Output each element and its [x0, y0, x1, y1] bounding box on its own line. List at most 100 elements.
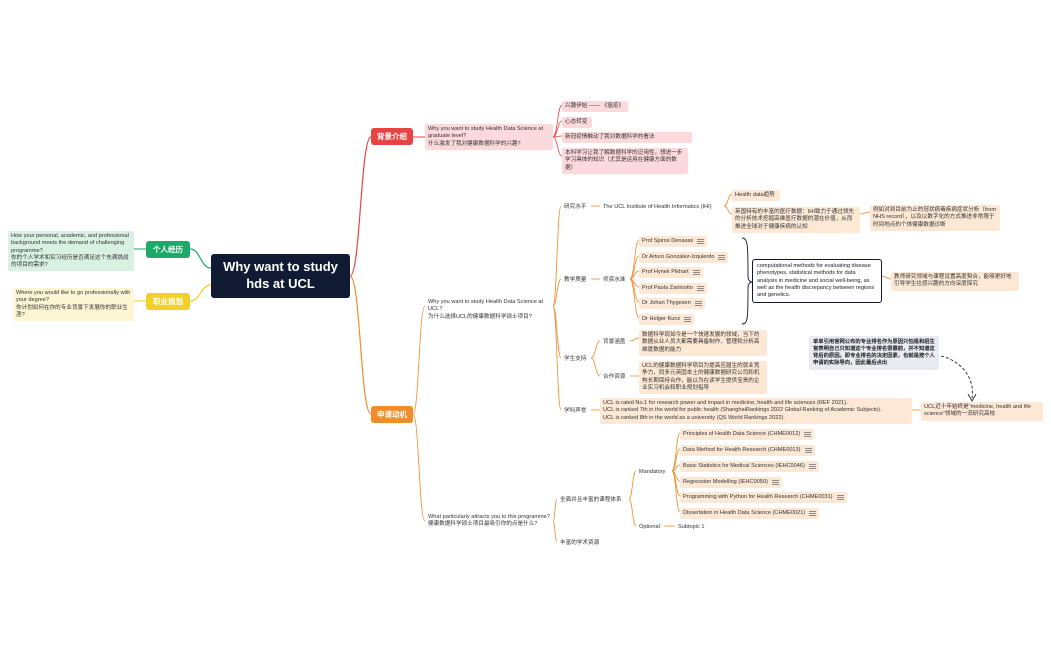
professor-name: Prof Paola Zaninotto [642, 285, 693, 291]
note-icon [809, 510, 817, 516]
professor-item[interactable]: Prof Spiros Denaxas [639, 236, 708, 248]
ihi-description[interactable]: 英国特有的丰富的医疗数据：IHI致力于通过领先的分析技术挖掘高维医疗数据的潜在价… [732, 207, 860, 233]
background-item-1[interactable]: 兴趣伊始 —— 《瘟疫》 [562, 101, 628, 113]
connector-support-coop [590, 357, 601, 377]
research-methods-box[interactable]: computational methods for evaluating dis… [752, 259, 882, 304]
course-item[interactable]: Regression Modelling (IEHC0050) [680, 477, 782, 489]
curriculum-topic[interactable]: 全面并且丰富的课程体系 [560, 497, 622, 503]
academic-resources[interactable]: 丰富的学术资源 [560, 540, 600, 546]
connector-q1 [412, 305, 426, 415]
mandatory-topic[interactable]: Mandatory [639, 469, 666, 475]
motivation-question-2[interactable]: What particularly attracts you to this p… [428, 514, 550, 528]
note-icon [692, 269, 700, 275]
brace-connector [741, 237, 753, 325]
background-item-2[interactable]: 心态转变 [562, 117, 592, 129]
professor-name: Dr Johan Thygesen [642, 300, 691, 306]
professor-name: Dr Holger Kunz [642, 316, 681, 322]
optional-subtopic[interactable]: Subtopic 1 [678, 524, 705, 530]
professor-item[interactable]: Dr Johan Thygesen [639, 298, 705, 310]
course-item[interactable]: Programming with Python for Health Resea… [680, 492, 847, 504]
connector-support-bg [590, 340, 601, 359]
connector-prof [629, 278, 640, 319]
personal-topic[interactable]: 个人经历 [146, 241, 190, 258]
course-name: Programming with Python for Health Resea… [683, 494, 833, 500]
note-icon [771, 479, 779, 485]
connector-optional [628, 498, 637, 527]
note-icon [804, 447, 812, 453]
connector-personal [189, 248, 212, 269]
note-icon [808, 463, 816, 469]
research-topic[interactable]: 研究水平 [564, 204, 587, 210]
course-name: Regression Modelling (IEHC0050) [683, 479, 768, 485]
teaching-topic[interactable]: 教学质量 [564, 277, 587, 283]
faculty-fit-note[interactable]: 教师研究领域与课程设置高度契合，能够更好地引导学生往感兴趣的方向深度探究 [891, 272, 1019, 291]
support-cooperation-text[interactable]: UCL的健康数据科学项目为提高应届生的就业竞争力，同多元英国本土的健康数据研究公… [639, 361, 767, 395]
course-name: Data Method for Health Research (CHME001… [683, 447, 801, 453]
course-item[interactable]: Principles of Health Data Science (CHME0… [680, 429, 815, 441]
connector-prof [629, 270, 640, 280]
connector-bg-item [552, 136, 563, 157]
course-item[interactable]: Basic Statistics for Medical Sciences (I… [680, 461, 819, 473]
course-item[interactable]: Data Method for Health Research (CHME001… [680, 445, 815, 457]
connector-ihi-desc [723, 205, 733, 215]
connector-curriculum [552, 498, 558, 522]
research-example[interactable]: 例如对到目前为止的冠状病毒疾病症状分析（from NHS record），以及以… [870, 205, 1000, 231]
course-name: Basic Statistics for Medical Sciences (I… [683, 463, 805, 469]
professor-item[interactable]: Prof Hynek Pikhart [639, 267, 703, 279]
professor-name: Dr Arturo Gonzalez-Izquierdo [642, 254, 715, 260]
career-topic[interactable]: 职业规划 [146, 293, 190, 310]
connector-bg-item [552, 135, 563, 138]
course-name: Dissertation in Health Data Science (CHM… [683, 510, 806, 516]
course-item[interactable]: Dissertation in Health Data Science (CHM… [680, 508, 820, 520]
root-topic[interactable]: Why want to study hds at UCL [211, 254, 350, 298]
connector-academic [552, 520, 558, 543]
connector-methods-note [881, 275, 892, 280]
professor-name: Prof Spiros Denaxas [642, 238, 694, 244]
background-item-3[interactable]: 新冠疫情触动了我对数据科学的看法 [562, 132, 692, 144]
professor-item[interactable]: Dr Holger Kunz [639, 314, 695, 326]
connector-career [189, 284, 212, 302]
reputation-summary[interactable]: UCL近十年始终是“medicine, health and life scie… [921, 402, 1043, 421]
note-icon [697, 285, 704, 291]
support-background-label[interactable]: 背景涵盖 [603, 339, 626, 345]
personal-question[interactable]: How your personal, academic, and profess… [8, 231, 134, 272]
reputation-rankings[interactable]: UCL is rated No.1 for research power and… [600, 398, 912, 424]
connector-mandatory [628, 470, 637, 500]
connector-support-bg-text [629, 337, 640, 342]
connector-example [859, 211, 871, 215]
connector-course [671, 470, 681, 513]
connector-motivation [349, 275, 372, 415]
support-background-text[interactable]: 数据科学现如今是一个快速发展的领域，当下的数据从业人员大都需要具备制作、管理和分… [639, 330, 767, 356]
ihi-institute[interactable]: The UCL Institute of Health Informatics … [603, 204, 712, 210]
faculty-topic[interactable]: 师资水准 [603, 277, 626, 283]
background-item-4[interactable]: 本科学习让我了解数据科学的泛用性，想进一步学习具体的知识（尤其是运用在健康方面的… [562, 148, 688, 174]
dashed-arrow [940, 355, 973, 399]
professor-item[interactable]: Dr Arturo Gonzalez-Izquierdo [639, 252, 729, 264]
professor-item[interactable]: Prof Paola Zaninotto [639, 283, 707, 295]
connector-health-data [723, 193, 733, 207]
support-cooperation-label[interactable]: 合作资源 [603, 374, 626, 380]
motivation-topic[interactable]: 申请动机 [371, 406, 413, 423]
professor-name: Prof Hynek Pikhart [642, 269, 689, 275]
note-icon [684, 316, 692, 322]
connector-course [671, 448, 681, 472]
connector-bg-item [552, 104, 563, 138]
note-icon [836, 494, 844, 500]
motivation-question-1[interactable]: Why you want to study Health Data Scienc… [428, 299, 544, 320]
background-question[interactable]: Why you want to study Health Data Scienc… [425, 124, 553, 150]
connector-q2 [412, 413, 426, 522]
note-icon [694, 300, 702, 306]
arrow-head [967, 393, 977, 402]
background-topic[interactable]: 背景介绍 [371, 128, 413, 145]
reputation-note[interactable]: 单单引用官网公布的专业排名作为原因只怕是和招生官表明自己只知道这个专业排名很靠前… [809, 336, 939, 370]
support-topic[interactable]: 学生支持 [564, 356, 587, 362]
career-question[interactable]: Where you would like to go professionall… [13, 288, 134, 322]
note-icon [718, 254, 726, 260]
reputation-topic[interactable]: 学科声誉 [564, 408, 587, 414]
connector-q1-sub [552, 278, 562, 307]
note-icon [697, 238, 705, 244]
health-data-trend[interactable]: Health data趋势 [732, 190, 780, 202]
optional-topic[interactable]: Optional [639, 524, 660, 530]
